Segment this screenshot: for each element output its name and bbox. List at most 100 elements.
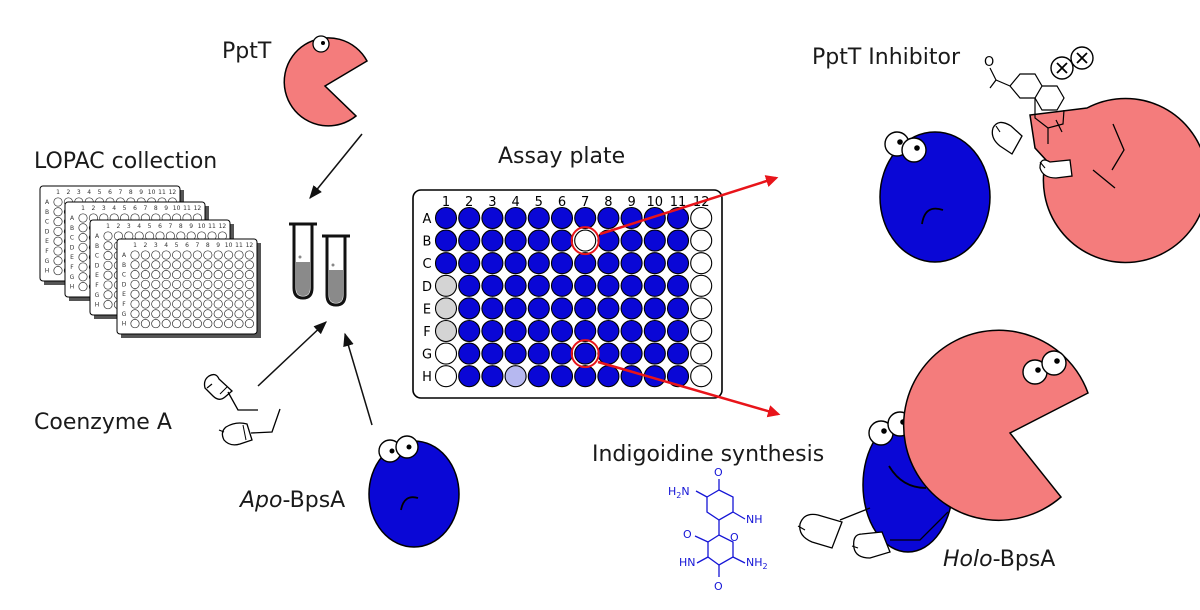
mini-well bbox=[78, 233, 88, 243]
mini-well bbox=[172, 279, 182, 289]
mini-row-label: D bbox=[45, 228, 50, 235]
mini-row-label: D bbox=[122, 281, 127, 288]
well-B4 bbox=[504, 229, 527, 252]
well-G7 bbox=[574, 342, 597, 365]
mini-well bbox=[224, 299, 234, 309]
mini-row-label: H bbox=[122, 321, 127, 328]
column-label: 6 bbox=[558, 195, 566, 210]
well-G6 bbox=[550, 342, 574, 365]
well-C4 bbox=[504, 252, 527, 275]
well-B2 bbox=[458, 229, 481, 252]
well-G9 bbox=[620, 342, 643, 365]
mini-well bbox=[224, 319, 234, 329]
well-E3 bbox=[481, 297, 504, 320]
well-G2 bbox=[458, 342, 481, 365]
mini-column-label: 2 bbox=[91, 205, 95, 212]
column-label: 3 bbox=[488, 195, 496, 210]
mini-well bbox=[140, 319, 150, 329]
mini-well bbox=[130, 289, 140, 299]
mini-well bbox=[172, 270, 182, 280]
well-A11 bbox=[666, 206, 690, 230]
well-C5 bbox=[527, 252, 550, 275]
pptt-free bbox=[902, 329, 1089, 521]
well-D11 bbox=[666, 274, 690, 297]
mini-column-label: 1 bbox=[133, 242, 137, 249]
mini-well bbox=[234, 250, 244, 260]
mini-column-label: 6 bbox=[133, 205, 137, 212]
well-H6 bbox=[550, 365, 574, 388]
mini-well bbox=[224, 250, 234, 260]
mini-column-label: 12 bbox=[194, 205, 202, 212]
well-C11 bbox=[666, 252, 690, 275]
mini-well bbox=[53, 226, 63, 236]
mini-well bbox=[182, 279, 192, 289]
well-D12 bbox=[690, 274, 713, 297]
column-label: 2 bbox=[465, 195, 473, 210]
mini-well bbox=[140, 279, 150, 289]
pptt-enzyme bbox=[283, 35, 369, 127]
arrow-apo-to-tubes bbox=[343, 332, 373, 426]
mini-well bbox=[213, 289, 223, 299]
mini-row-label: G bbox=[122, 311, 127, 318]
holo-bpsa-label: Holo-BpsA bbox=[943, 547, 1055, 572]
mini-well bbox=[182, 270, 192, 280]
pptt-label: PptT bbox=[222, 39, 272, 64]
well-G8 bbox=[597, 342, 620, 365]
well-E7 bbox=[574, 297, 597, 320]
well-H2 bbox=[458, 365, 481, 388]
chem-o-top: O bbox=[714, 466, 723, 479]
chem-hn-bottom: HN bbox=[679, 556, 696, 569]
mini-well bbox=[192, 270, 202, 280]
column-label: 11 bbox=[670, 195, 687, 210]
well-G10 bbox=[643, 342, 666, 365]
mini-column-label: 4 bbox=[137, 223, 141, 230]
chem-nh-top: NH bbox=[746, 513, 763, 526]
mini-well bbox=[224, 270, 234, 280]
mini-well bbox=[203, 299, 213, 309]
mini-well bbox=[130, 319, 140, 329]
mini-well bbox=[78, 252, 88, 262]
well-D3 bbox=[481, 274, 504, 297]
mini-well bbox=[130, 270, 140, 280]
well-A3 bbox=[481, 206, 504, 230]
arrow-coa-to-tubes bbox=[257, 321, 327, 387]
mini-row-label: A bbox=[70, 215, 75, 222]
mini-well bbox=[172, 289, 182, 299]
well-H5 bbox=[527, 365, 550, 388]
well-A8 bbox=[597, 206, 620, 230]
mini-well bbox=[151, 319, 161, 329]
mini-well bbox=[140, 309, 150, 319]
well-F8 bbox=[597, 319, 620, 343]
row-label: H bbox=[422, 370, 432, 385]
mini-well bbox=[53, 266, 63, 276]
mini-column-label: 2 bbox=[116, 223, 120, 230]
mini-column-label: 10 bbox=[148, 189, 156, 196]
lopac-label: LOPAC collection bbox=[34, 149, 217, 174]
well-B1 bbox=[434, 229, 458, 252]
well-A6 bbox=[550, 206, 574, 230]
mini-well bbox=[161, 319, 171, 329]
mini-well bbox=[203, 270, 213, 280]
column-label: 7 bbox=[581, 195, 589, 210]
mini-well bbox=[182, 260, 192, 270]
well-D5 bbox=[527, 274, 550, 297]
well-C12 bbox=[690, 252, 713, 275]
row-label: C bbox=[422, 257, 431, 272]
well-H1 bbox=[434, 365, 458, 388]
mini-row-label: C bbox=[45, 219, 49, 226]
mini-row-label: B bbox=[45, 209, 49, 216]
mini-column-label: 8 bbox=[179, 223, 183, 230]
well-G11 bbox=[666, 342, 690, 365]
mini-row-label: E bbox=[95, 272, 99, 279]
chem-o-mid-left: O bbox=[683, 528, 692, 541]
column-label: 1 bbox=[442, 195, 450, 210]
mini-row-label: F bbox=[45, 248, 49, 255]
well-B7 bbox=[574, 229, 597, 252]
mini-well bbox=[203, 309, 213, 319]
well-C10 bbox=[643, 252, 666, 275]
well-A1 bbox=[434, 206, 458, 230]
mini-column-label: 3 bbox=[127, 223, 131, 230]
